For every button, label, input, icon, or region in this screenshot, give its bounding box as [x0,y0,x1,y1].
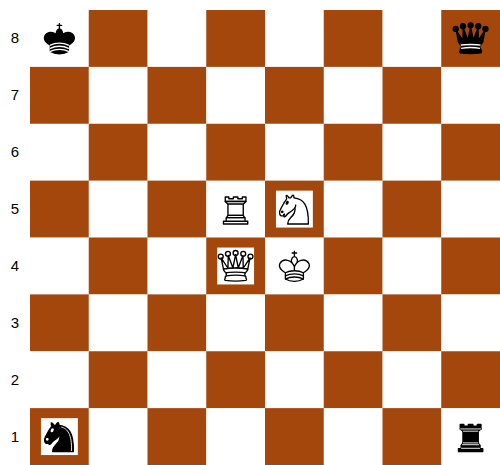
board-square [148,238,207,295]
board-square [265,408,324,465]
black-queen [453,23,488,54]
rank-number: 8 [0,29,30,47]
board-square [324,351,383,408]
board-square [89,124,148,181]
board-square [30,408,89,465]
board-square [89,408,148,465]
board-square [89,294,148,351]
board-square [265,124,324,181]
board-square [148,351,207,408]
white-rook [217,191,254,228]
board-square [148,181,207,238]
board-square [441,294,500,351]
white-queen [217,248,254,285]
board-square [30,181,89,238]
black-knight [41,418,78,455]
board-square [265,181,324,238]
board-square [89,351,148,408]
board-square [30,10,89,67]
board-square [148,124,207,181]
black-rook [458,424,482,451]
board-square [206,10,265,67]
rank-number: 3 [0,314,30,332]
board-square [206,124,265,181]
board-square [30,351,89,408]
board-square [441,10,500,67]
rank-number: 5 [0,200,30,218]
board-square [383,124,442,181]
board-square [265,10,324,67]
board-square [206,294,265,351]
board-square [324,238,383,295]
board-square [383,10,442,67]
board-square [383,238,442,295]
board-square [383,181,442,238]
board-square [324,181,383,238]
board-square [324,67,383,124]
board-square [206,181,265,238]
white-king [276,248,313,285]
board-square [206,351,265,408]
board-square [148,67,207,124]
chess-pieces [41,20,488,455]
board-square [441,238,500,295]
board-square [30,238,89,295]
board-square [383,351,442,408]
board-square [148,10,207,67]
board-square [148,408,207,465]
board-square [441,67,500,124]
board-square [265,238,324,295]
board-square [265,67,324,124]
black-king [41,20,78,57]
board-square [324,10,383,67]
board-square [148,294,207,351]
board-squares [30,10,500,465]
board-square [89,67,148,124]
board-square [383,294,442,351]
board-square [441,181,500,238]
board-square [441,124,500,181]
white-knight [276,191,313,228]
board-square [265,294,324,351]
board-square [383,408,442,465]
board-square [89,10,148,67]
board-square [324,124,383,181]
board-square [206,408,265,465]
board-square [206,67,265,124]
rank-number: 6 [0,143,30,161]
board-square [441,408,500,465]
board-square [441,351,500,408]
board-square [30,67,89,124]
board-square [265,351,324,408]
board-square [89,238,148,295]
board-square [324,294,383,351]
board-square [30,294,89,351]
rank-number: 4 [0,257,30,275]
board-square [206,238,265,295]
board-square [324,408,383,465]
rank-number: 7 [0,86,30,104]
board-square [383,67,442,124]
rank-number: 2 [0,371,30,389]
board-square [89,181,148,238]
rank-number: 1 [0,428,30,446]
board-square [30,124,89,181]
